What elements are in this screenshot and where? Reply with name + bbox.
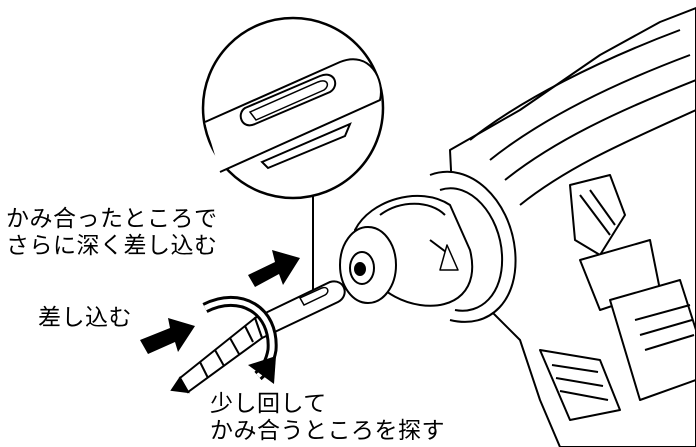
insert-instruction: 差し込む <box>38 305 132 332</box>
rotate-line-2: かみ合うところを探す <box>210 418 445 444</box>
rotate-arrow-icon <box>202 295 278 384</box>
rotate-line-1: 少し回して <box>210 391 327 417</box>
insert-arrow-icon <box>140 318 195 354</box>
hammer-drill-illustration <box>339 7 696 447</box>
push-deeper-line-1: かみ合ったところで <box>6 206 218 232</box>
push-deeper-instruction: かみ合ったところで さらに深く差し込む <box>6 206 218 260</box>
drill-bit <box>170 280 346 394</box>
insert-label: 差し込む <box>38 305 132 331</box>
shank-detail-magnifier <box>201 16 385 290</box>
rotate-instruction: 少し回して かみ合うところを探す <box>210 391 445 445</box>
push-deeper-line-2: さらに深く差し込む <box>6 233 218 259</box>
push-deeper-arrow-icon <box>248 250 300 287</box>
